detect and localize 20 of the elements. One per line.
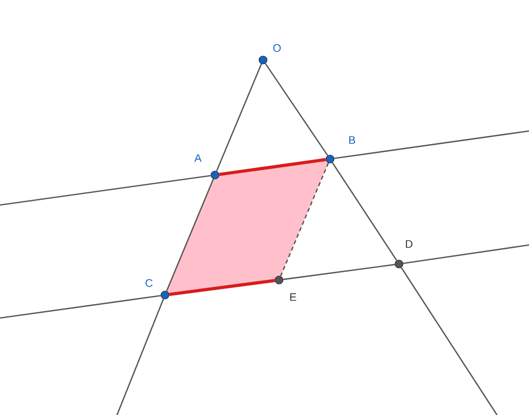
line-segment: [116, 298, 164, 415]
point-label: B: [349, 136, 356, 144]
line-segment: [264, 63, 328, 156]
line-segment: [0, 174, 211, 206]
line-segment: [332, 162, 398, 261]
line-segment: [169, 278, 275, 296]
line-segment: [166, 178, 214, 292]
line-segment: [216, 64, 262, 172]
line-segment: [403, 244, 529, 264]
point-label: A: [194, 154, 202, 162]
line-segment: [0, 294, 161, 319]
line-segment: [219, 158, 326, 176]
point-label: D: [406, 240, 412, 248]
line-segment: [280, 162, 329, 276]
point-label: E: [290, 293, 296, 301]
line-segment: [334, 130, 529, 160]
point-label: O: [273, 44, 281, 52]
line-segment: [283, 264, 395, 280]
point-label: C: [146, 279, 153, 287]
line-segment: [400, 267, 498, 415]
